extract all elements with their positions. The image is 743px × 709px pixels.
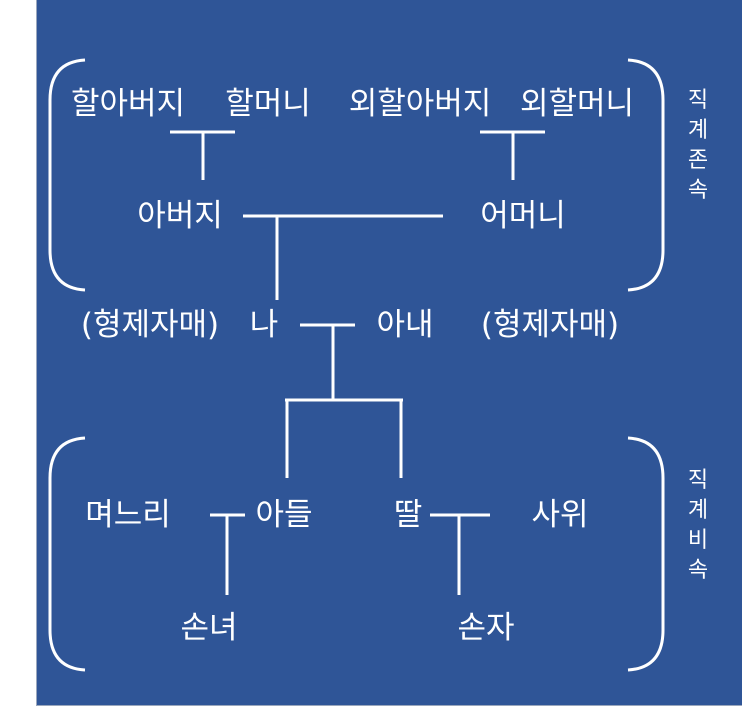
label-wife-siblings: (형제자매) (480, 307, 620, 343)
label-ascendants-vertical: 직 계 존 속 (683, 86, 713, 206)
label-daughter: 딸 (393, 497, 423, 533)
descendants-char-4: 속 (687, 558, 709, 583)
bottom-right-bracket (627, 436, 665, 672)
ascendants-char-2: 계 (687, 118, 709, 143)
ascendants-char-3: 존 (687, 148, 709, 173)
diagram-background (36, 0, 742, 706)
descendants-char-1: 직 (687, 468, 709, 493)
ascendants-char-4: 속 (687, 178, 709, 203)
label-me: 나 (249, 307, 279, 343)
label-maternal-grandfather: 외할아버지 (348, 86, 492, 122)
label-grandson: 손자 (457, 610, 515, 646)
descendants-char-3: 비 (687, 528, 709, 553)
label-descendants-vertical: 직 계 비 속 (683, 466, 713, 586)
label-daughter-in-law: 며느리 (85, 497, 171, 533)
label-maternal-grandmother: 외할머니 (519, 86, 635, 122)
label-son: 아들 (255, 497, 313, 533)
label-wife: 아내 (376, 307, 434, 343)
label-grandfather: 할아버지 (70, 86, 186, 122)
label-father: 아버지 (137, 198, 223, 234)
label-my-siblings: (형제자매) (80, 307, 220, 343)
label-mother: 어머니 (480, 198, 566, 234)
label-grandmother: 할머니 (225, 86, 311, 122)
ascendants-char-1: 직 (687, 88, 709, 113)
bottom-left-bracket (48, 436, 86, 672)
descendants-char-2: 계 (687, 498, 709, 523)
top-right-bracket (627, 58, 665, 292)
top-left-bracket (48, 58, 86, 292)
label-son-in-law: 사위 (531, 497, 589, 533)
label-granddaughter: 손녀 (180, 610, 238, 646)
